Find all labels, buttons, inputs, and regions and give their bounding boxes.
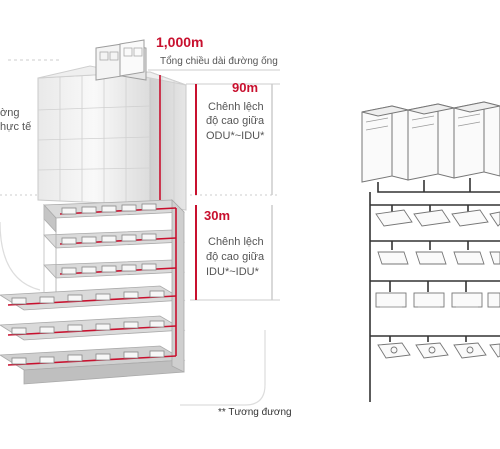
total-pipe-length-value: 1,000m: [156, 34, 204, 50]
idu-idu-height-value: 30m: [204, 208, 231, 223]
dimension-lines: [0, 69, 280, 301]
odu-idu-height-line3: ODU*~IDU*: [206, 130, 265, 142]
idu-row-ducted: [375, 292, 500, 308]
footnote: ** Tương đương: [218, 407, 292, 418]
building-indoor-units: [11, 203, 165, 365]
idu-idu-height-line2: độ cao giữa: [206, 251, 265, 263]
cut-off-label-line2: hực tế: [0, 121, 32, 133]
tower-window-grid: [37, 74, 175, 208]
idu-idu-height-line1: Chênh lệch: [208, 236, 264, 248]
idu-row-round-cassette: [377, 342, 500, 359]
building-illustration: [0, 39, 266, 406]
total-pipe-length-label: Tổng chiều dài đường ống: [160, 56, 278, 67]
outdoor-unit-group: [361, 101, 500, 183]
rooftop-outdoor-units: [95, 39, 147, 81]
cut-off-label-line1: ờng: [0, 107, 20, 119]
idu-idu-height-line3: IDU*~IDU*: [206, 266, 259, 278]
schematic-pipe: [369, 178, 500, 402]
tower-side: [149, 71, 187, 211]
odu-idu-height-line1: Chênh lệch: [208, 101, 264, 113]
system-schematic: [361, 101, 500, 402]
idu-row-ceiling-cassette: [375, 209, 500, 227]
pipe-guide-curve-left: [0, 221, 41, 291]
red-pipe-network: [7, 75, 177, 366]
odu-idu-height-value: 90m: [232, 80, 259, 95]
idu-row-wall-mounted: [377, 251, 500, 265]
odu-idu-height-line2: độ cao giữa: [206, 115, 265, 127]
pipe-guide-curve-bottom: [180, 330, 266, 406]
